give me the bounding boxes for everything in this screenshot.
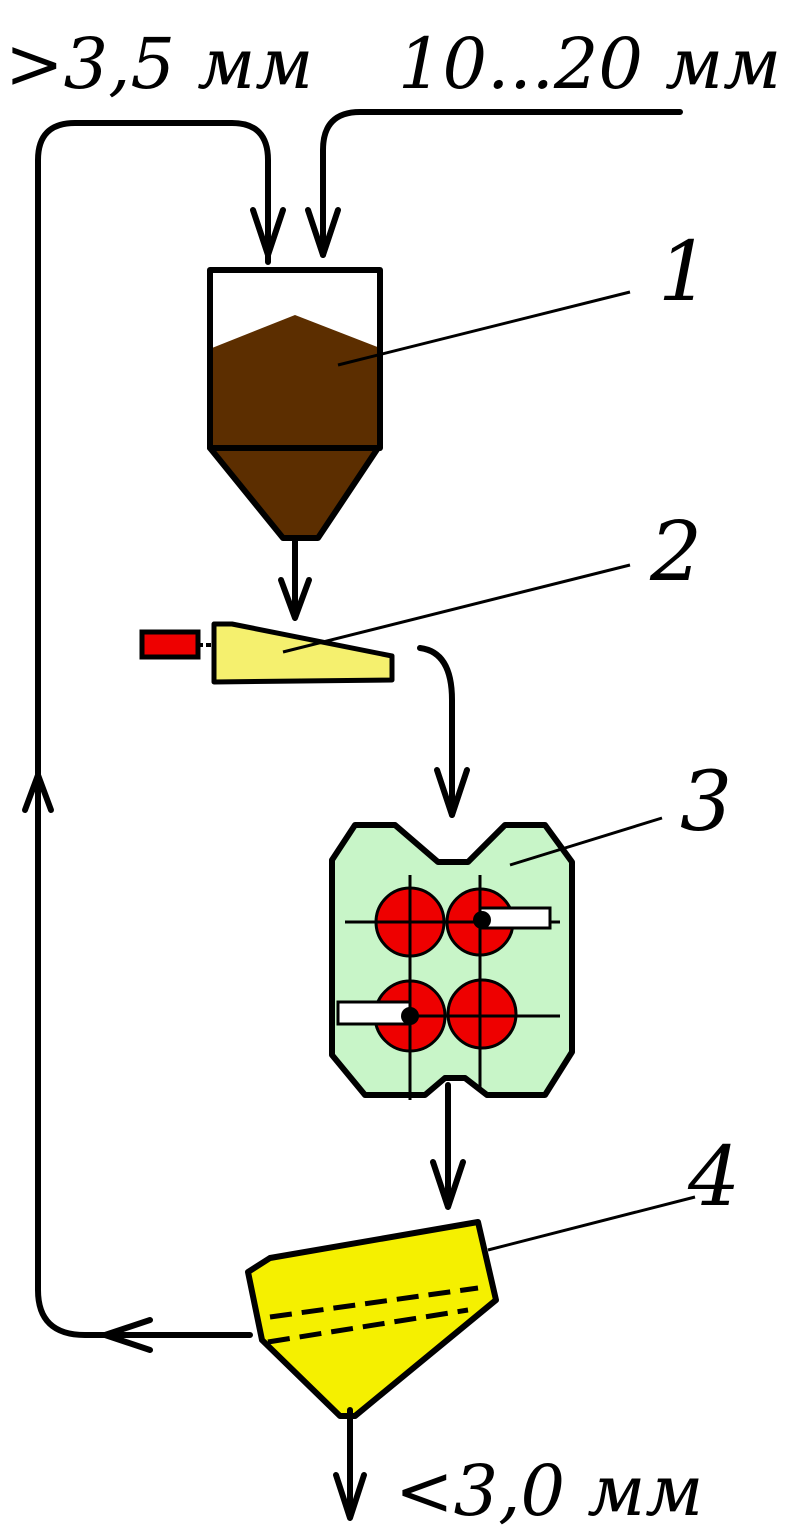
equipment-number-4: 4 [687,1130,740,1225]
recycle-arrow-up-icon [22,772,54,813]
screen-deck-lower [267,1307,469,1345]
vibratory-feeder [139,563,631,685]
feed-inlet-line [320,109,683,258]
product-size-label: <3,0 мм [395,1450,703,1530]
crusher-shaft-bottom [336,1000,412,1026]
crusher-housing [329,822,575,1098]
feed-size-label: 10...20 мм [398,23,781,105]
feeder-leader-line [282,563,631,654]
hopper-cone [207,445,381,541]
screen-body [245,1219,499,1419]
recycle-size-label: >3,5 мм [5,23,313,105]
screen-leader-line [487,1195,696,1252]
crusher-to-screen-arrow-icon [430,1159,466,1210]
screen-deck-upper [269,1285,479,1320]
crusher-shaft-bottom-hub [401,1007,419,1025]
vibrating-screen [245,1195,696,1419]
feeder-to-crusher-line [417,645,455,818]
hopper-material [212,315,380,448]
hopper-to-feeder-arrow-icon [278,577,312,621]
crusher-leader-line [509,816,663,867]
recycle-return-line [35,120,271,1338]
equipment-number-2: 2 [649,505,702,600]
hopper-bin [207,267,631,541]
recycle-arrow-left-icon [102,1317,153,1353]
equipment-number-3: 3 [680,755,732,850]
feeder-trough [211,621,395,685]
feeder-motor [139,629,201,660]
equipment-number-1: 1 [658,225,710,320]
recycle-arrow-down-icon [250,207,286,258]
product-arrow-down-icon [333,1472,367,1521]
feed-arrow-down-icon [305,207,341,258]
crusher-shaft-top-hub [473,911,491,929]
hopper-body-outline [207,267,383,451]
crusher-roll-bottom-right [446,978,518,1050]
hopper-leader-line [337,290,631,367]
roll-crusher [329,816,663,1100]
feeder-to-crusher-arrow-icon [434,767,470,818]
